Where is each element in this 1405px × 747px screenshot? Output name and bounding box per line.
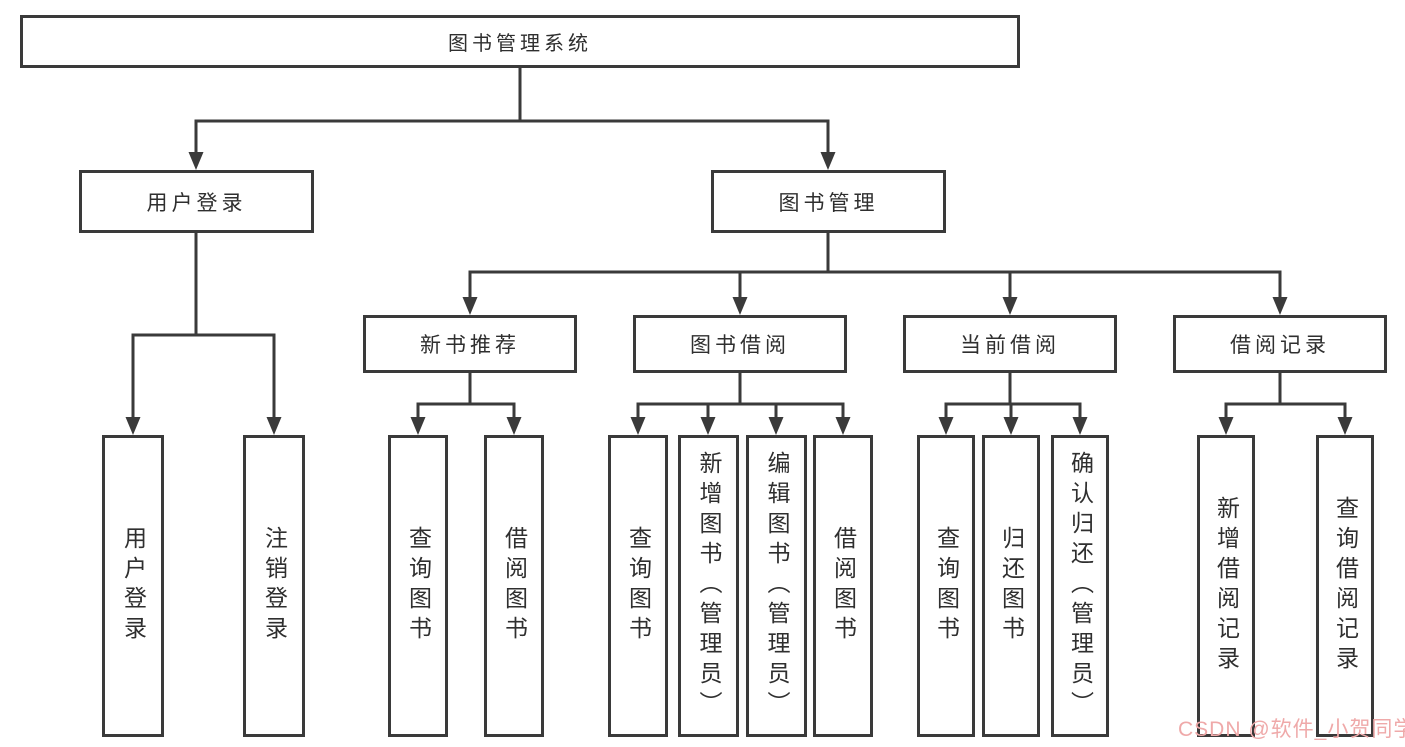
node-label: 借阅图书 <box>501 526 528 646</box>
watermark: CSDN @软件_小贺同学 <box>1178 718 1405 741</box>
node-label: 新增图书（管理员） <box>696 451 722 721</box>
leaf-search-books-borrowing: 查询图书 <box>608 435 668 737</box>
leaf-logout: 注销登录 <box>243 435 305 737</box>
leaf-search-borrow-record: 查询借阅记录 <box>1316 435 1374 737</box>
leaf-user-login: 用户登录 <box>102 435 164 737</box>
node-current-borrowing: 当前借阅 <box>903 315 1117 373</box>
leaf-return-books: 归还图书 <box>982 435 1040 737</box>
node-new-book-recommendation: 新书推荐 <box>363 315 577 373</box>
leaf-add-borrow-record: 新增借阅记录 <box>1197 435 1255 737</box>
node-library-management-system: 图书管理系统 <box>20 15 1020 68</box>
node-label: 借阅图书 <box>830 526 857 646</box>
node-book-borrowing: 图书借阅 <box>633 315 847 373</box>
leaf-search-books-recommend: 查询图书 <box>388 435 448 737</box>
node-book-management: 图书管理 <box>711 170 946 233</box>
node-label: 查询图书 <box>625 526 652 646</box>
node-label: 当前借阅 <box>960 334 1060 357</box>
node-label: 图书管理 <box>778 191 879 215</box>
node-label: 用户登录 <box>146 191 247 215</box>
node-label: 借阅记录 <box>1230 334 1330 357</box>
leaf-add-books-admin: 新增图书（管理员） <box>678 435 739 737</box>
node-label: 用户登录 <box>120 526 147 646</box>
node-label: 图书借阅 <box>690 334 790 357</box>
node-label: 新增借阅记录 <box>1213 496 1240 676</box>
node-label: 查询图书 <box>405 526 432 646</box>
node-label: 图书管理系统 <box>448 33 592 55</box>
node-label: 编辑图书（管理员） <box>764 451 790 721</box>
leaf-borrow-books-borrowing: 借阅图书 <box>813 435 873 737</box>
node-label: 新书推荐 <box>420 334 520 357</box>
node-label: 归还图书 <box>998 526 1025 646</box>
leaf-edit-books-admin: 编辑图书（管理员） <box>746 435 807 737</box>
leaf-confirm-return-admin: 确认归还（管理员） <box>1051 435 1109 737</box>
node-label: 查询借阅记录 <box>1332 496 1359 676</box>
node-borrowing-records: 借阅记录 <box>1173 315 1387 373</box>
leaf-search-books-current: 查询图书 <box>917 435 975 737</box>
node-label: 注销登录 <box>261 526 288 646</box>
node-label: 查询图书 <box>933 526 960 646</box>
node-label: 确认归还（管理员） <box>1067 451 1094 721</box>
node-user-login: 用户登录 <box>79 170 314 233</box>
leaf-borrow-books-recommend: 借阅图书 <box>484 435 544 737</box>
